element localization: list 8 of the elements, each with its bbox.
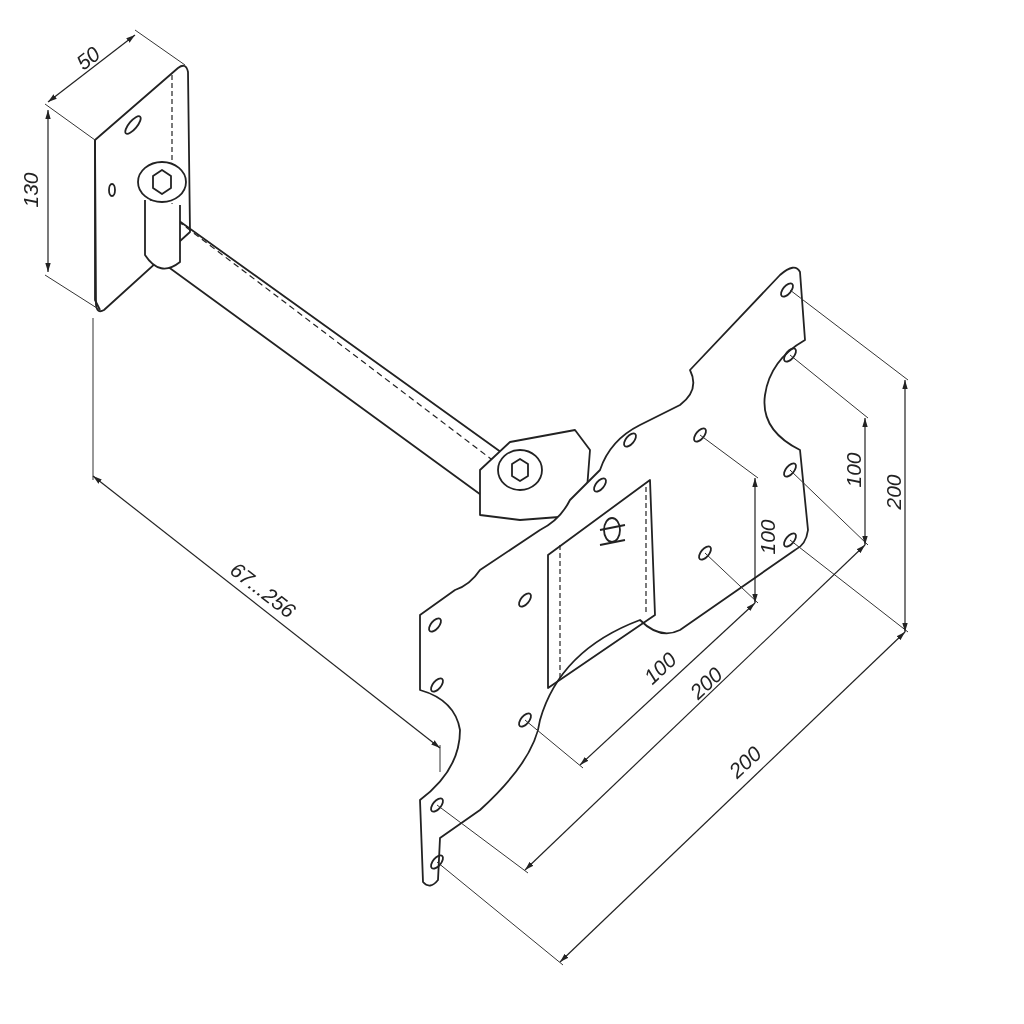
dimension-label: 130 [19,172,41,208]
dimension-label: 200 [882,474,904,510]
dimension-label: 200 [686,663,726,703]
dimension-label: 200 [725,742,765,782]
dimension-label: 100 [640,648,680,688]
dimension-label: 50 [72,42,104,74]
dimension-label: 100 [756,519,778,555]
dimension-label: 100 [842,452,864,488]
